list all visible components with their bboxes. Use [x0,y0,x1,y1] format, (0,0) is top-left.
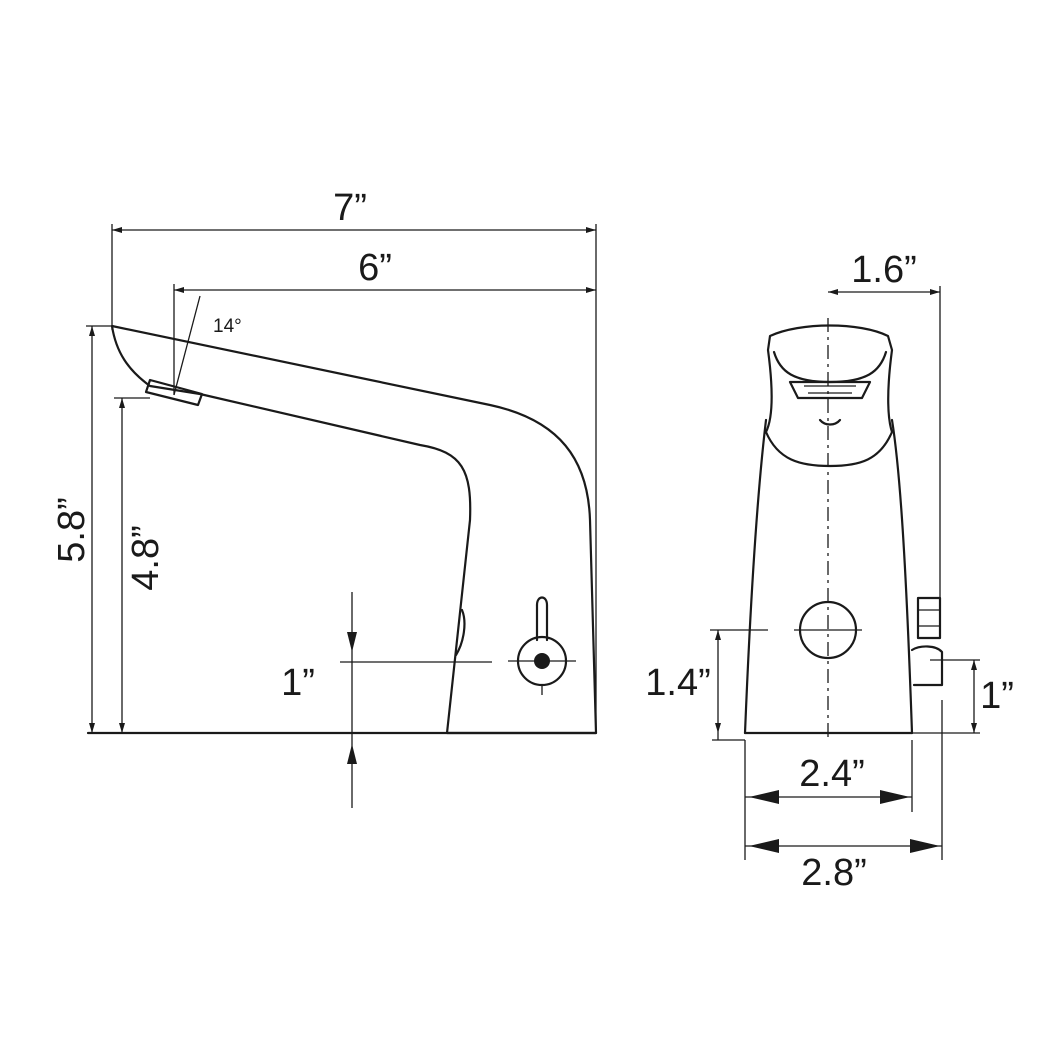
side-view-body-outline [110,324,598,735]
dim-side-part-height: 1” [912,659,1014,860]
dim-label-2-8: 2.8” [801,852,866,894]
dim-base-width: 2.4” [744,740,913,860]
dim-spout-angle: 14° [173,295,242,396]
front-view: 1.6” 1.4” 1” 2.4” [645,249,1014,894]
side-view-aerator [144,378,204,407]
front-view-body-outline [743,418,914,735]
dim-label-1-front: 1” [980,675,1014,717]
side-view-sensor-window [454,608,466,657]
dim-label-1-side: 1” [281,662,315,704]
front-view-side-connector [910,596,944,687]
dim-label-1-6: 1.6” [851,249,916,291]
dim-sensor-height: 1” [281,592,492,808]
dim-front-overall-width: 2.8” [745,839,942,894]
dim-label-5-8: 5.8” [51,497,93,562]
dim-overall-width: 7” [111,187,597,733]
dim-sensor-center-height: 1.4” [645,630,745,741]
dim-label-6: 6” [358,247,392,289]
dim-label-1-4: 1.4” [645,662,710,704]
dim-label-2-4: 2.4” [799,753,864,795]
front-view-sensor-eye [818,418,842,426]
dim-label-angle: 14° [213,316,242,337]
side-view-control-handle [508,596,576,695]
dim-label-7: 7” [333,187,367,229]
dim-overall-height: 5.8” [51,325,114,733]
front-view-spout-head [764,324,894,468]
dim-spout-reach: 6” [173,247,596,395]
side-view: 7” 6” 14° 5.8” 4.8” [51,187,598,808]
dim-spout-offset: 1.6” [828,249,941,598]
dim-label-4-8: 4.8” [125,525,167,590]
front-view-sensor-port [710,600,862,660]
front-view-aerator [788,380,872,400]
front-view-spout-rim [772,350,888,384]
dim-outlet-height: 4.8” [114,397,167,733]
